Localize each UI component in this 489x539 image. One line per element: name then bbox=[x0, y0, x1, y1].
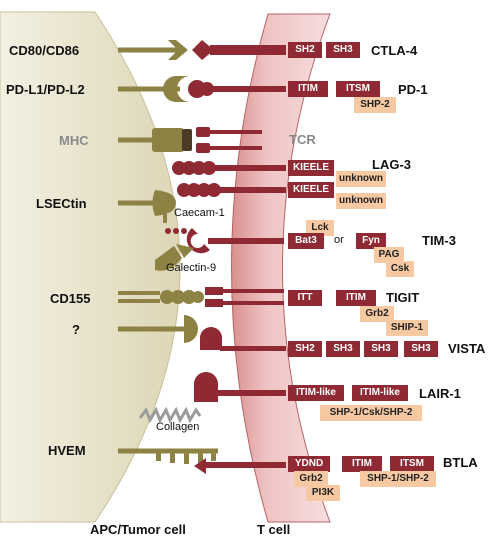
partner-tim3-csk: Csk bbox=[386, 261, 414, 277]
motif-ctla4-sh3: SH3 bbox=[326, 42, 360, 58]
partner-btla-pi3k: PI3K bbox=[306, 485, 340, 501]
partner-pd1-shp2: SHP-2 bbox=[354, 97, 396, 113]
ligand-label-lsectin: LSECtin bbox=[36, 196, 87, 211]
ligand-label-hvem: HVEM bbox=[48, 443, 86, 458]
motif-lag3-kieele-a: KIEELE bbox=[288, 160, 334, 176]
motif-vista-sh3-b: SH3 bbox=[364, 341, 398, 357]
receptor-label-vista: VISTA bbox=[448, 341, 485, 356]
tcell-label: T cell bbox=[257, 522, 290, 537]
ligand-label-mhc: MHC bbox=[59, 133, 89, 148]
partner-btla-shp1-shp2: SHP-1/SHP-2 bbox=[360, 471, 436, 487]
motif-btla-itim: ITIM bbox=[342, 456, 382, 472]
motif-tigit-itim: ITIM bbox=[336, 290, 376, 306]
motif-lair1-itimlike-a: ITIM-like bbox=[288, 385, 344, 401]
receptor-label-tcr: TCR bbox=[289, 132, 316, 147]
receptor-label-tim3: TIM-3 bbox=[422, 233, 456, 248]
partner-tigit-ship1: SHIP-1 bbox=[386, 320, 428, 336]
ligand-label-pdl1-pdl2: PD-L1/PD-L2 bbox=[6, 82, 85, 97]
receptor-label-ctla4: CTLA-4 bbox=[371, 43, 417, 58]
motif-lag3-kieele-b: KIEELE bbox=[288, 182, 334, 198]
motif-lair1-itimlike-b: ITIM-like bbox=[352, 385, 408, 401]
motif-vista-sh3-a: SH3 bbox=[326, 341, 360, 357]
motif-btla-itsm: ITSM bbox=[390, 456, 434, 472]
receptor-label-tigit: TIGIT bbox=[386, 290, 419, 305]
collagen-label: Collagen bbox=[156, 421, 199, 433]
apc-label: APC/Tumor cell bbox=[90, 522, 186, 537]
motif-ctla4-sh2: SH2 bbox=[288, 42, 322, 58]
ligand-label-unknown: ? bbox=[72, 322, 80, 337]
ligand-label-cd155: CD155 bbox=[50, 291, 90, 306]
galectin9-label: Galectin-9 bbox=[166, 262, 216, 274]
motif-pd1-itim: ITIM bbox=[288, 81, 328, 97]
cd80-ligand bbox=[118, 40, 188, 60]
motif-pd1-itsm: ITSM bbox=[336, 81, 380, 97]
motif-tim3-bat3: Bat3 bbox=[288, 233, 324, 249]
motif-btla-ydnd: YDND bbox=[288, 456, 330, 472]
partner-lag3-unknown-b: unknown bbox=[336, 193, 386, 209]
receptor-label-btla: BTLA bbox=[443, 455, 478, 470]
receptor-label-lag3: LAG-3 bbox=[372, 157, 411, 172]
partner-lag3-unknown-a: unknown bbox=[336, 171, 386, 187]
tim3-or-connector: or bbox=[334, 234, 344, 246]
motif-tigit-itt: ITT bbox=[288, 290, 322, 306]
motif-vista-sh3-c: SH3 bbox=[404, 341, 438, 357]
ligand-label-cd80-cd86: CD80/CD86 bbox=[9, 43, 79, 58]
receptor-label-pd1: PD-1 bbox=[398, 82, 428, 97]
receptor-label-lair1: LAIR-1 bbox=[419, 386, 461, 401]
caecam1-label: Caecam-1 bbox=[174, 207, 225, 219]
partner-lair1-shp1-csk-shp2: SHP-1/Csk/SHP-2 bbox=[320, 405, 422, 421]
motif-vista-sh2: SH2 bbox=[288, 341, 322, 357]
caecam1-ligand bbox=[165, 228, 187, 234]
